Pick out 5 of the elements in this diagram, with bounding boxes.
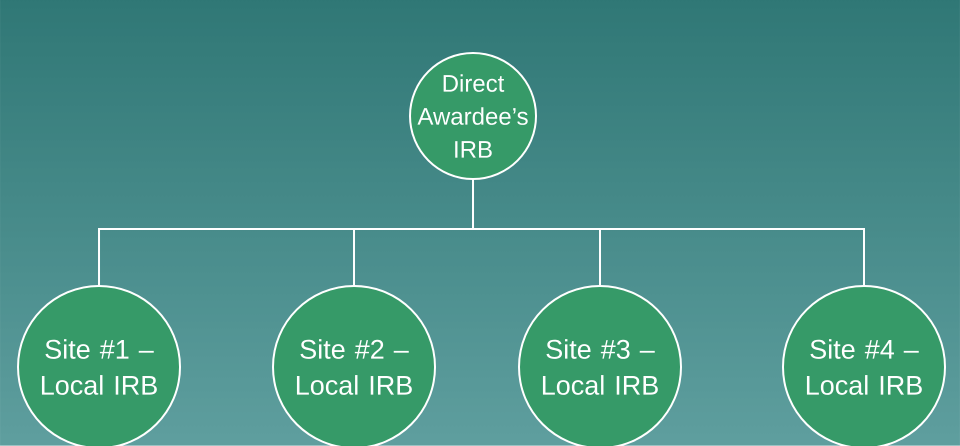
circle-node: Direct Awardee’s IRB: [409, 52, 537, 180]
circle-node: Site #4 – Local IRB: [782, 284, 946, 446]
circle-node: Site #3 – Local IRB: [518, 284, 682, 446]
circle-node: Site #1 – Local IRB: [17, 284, 181, 446]
circle-node: Site #2 – Local IRB: [272, 284, 436, 446]
